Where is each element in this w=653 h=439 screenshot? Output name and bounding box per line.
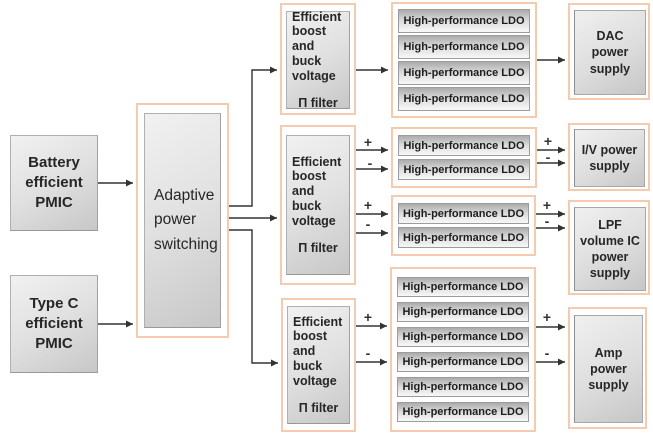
- minus-sign: -: [545, 149, 551, 165]
- connector-switch-to-converter-top: [229, 66, 277, 207]
- pi-filter-label-mid: Π filter: [298, 241, 338, 256]
- iv-power-box: I/V power supply: [574, 129, 645, 187]
- ldo-box: High-performance LDO: [397, 377, 529, 397]
- ldo-box: High-performance LDO: [398, 61, 530, 85]
- ldo-box: High-performance LDO: [398, 87, 530, 111]
- pi-filter-label-top: Π filter: [298, 96, 338, 111]
- ldo-group-dac: High-performance LDO High-performance LD…: [391, 2, 537, 118]
- dac-power-box: DAC power supply: [574, 10, 646, 95]
- plus-sign: +: [363, 134, 373, 150]
- plus-sign: +: [542, 197, 552, 213]
- iv-power-frame: I/V power supply: [568, 123, 650, 191]
- lpf-power-frame: LPF volume IC power supply: [568, 200, 650, 295]
- boost-buck-title-top: Efficient boost and buck voltage: [292, 9, 342, 83]
- typec-pmic-box: Type C efficient PMIC: [10, 275, 98, 373]
- boost-buck-frame-bottom: Efficient boost and buck voltage Π filte…: [281, 298, 356, 432]
- plus-sign: +: [363, 197, 373, 213]
- ldo-box: High-performance LDO: [397, 327, 529, 347]
- plus-sign: +: [543, 133, 553, 149]
- boost-buck-box-mid: Efficient boost and buck voltage Π filte…: [286, 135, 350, 275]
- ldo-box: High-performance LDO: [398, 35, 530, 59]
- ldo-box: High-performance LDO: [398, 227, 529, 248]
- battery-pmic-box: Battery efficient PMIC: [10, 135, 98, 231]
- ldo-box: High-performance LDO: [398, 135, 530, 156]
- plus-sign: +: [363, 309, 373, 325]
- amp-power-box: Amp power supply: [574, 315, 643, 423]
- ldo-group-iv: High-performance LDO High-performance LD…: [391, 127, 537, 188]
- minus-sign: -: [544, 213, 550, 229]
- ldo-box: High-performance LDO: [397, 302, 529, 322]
- boost-buck-frame-top: Efficient boost and buck voltage Π filte…: [280, 3, 356, 115]
- minus-sign: -: [365, 216, 371, 232]
- adaptive-switching-frame: Adaptive power switching: [136, 103, 229, 338]
- ldo-box: High-performance LDO: [397, 277, 529, 297]
- ldo-box: High-performance LDO: [398, 9, 530, 33]
- boost-buck-title-bottom: Efficient boost and buck voltage: [293, 314, 343, 388]
- ldo-box: High-performance LDO: [398, 159, 530, 180]
- adaptive-switching-box: Adaptive power switching: [144, 113, 221, 328]
- boost-buck-frame-mid: Efficient boost and buck voltage Π filte…: [280, 125, 356, 285]
- boost-buck-box-top: Efficient boost and buck voltage Π filte…: [286, 9, 350, 111]
- connector-switch-to-converter-bottom: [229, 229, 278, 367]
- ldo-box: High-performance LDO: [397, 402, 529, 422]
- minus-sign: -: [544, 345, 550, 361]
- ldo-box: High-performance LDO: [398, 203, 529, 224]
- ldo-group-amp: High-performance LDO High-performance LD…: [390, 267, 536, 432]
- amp-power-frame: Amp power supply: [568, 307, 647, 429]
- minus-sign: -: [367, 155, 373, 171]
- pi-filter-label-bottom: Π filter: [298, 401, 339, 416]
- minus-sign: -: [365, 345, 371, 361]
- ldo-group-lpf: High-performance LDO High-performance LD…: [391, 195, 536, 256]
- boost-buck-box-bottom: Efficient boost and buck voltage Π filte…: [287, 306, 350, 424]
- plus-sign: +: [542, 309, 552, 325]
- ldo-box: High-performance LDO: [397, 352, 529, 372]
- dac-power-frame: DAC power supply: [568, 3, 650, 100]
- lpf-power-box: LPF volume IC power supply: [574, 207, 646, 291]
- boost-buck-title-mid: Efficient boost and buck voltage: [292, 154, 342, 228]
